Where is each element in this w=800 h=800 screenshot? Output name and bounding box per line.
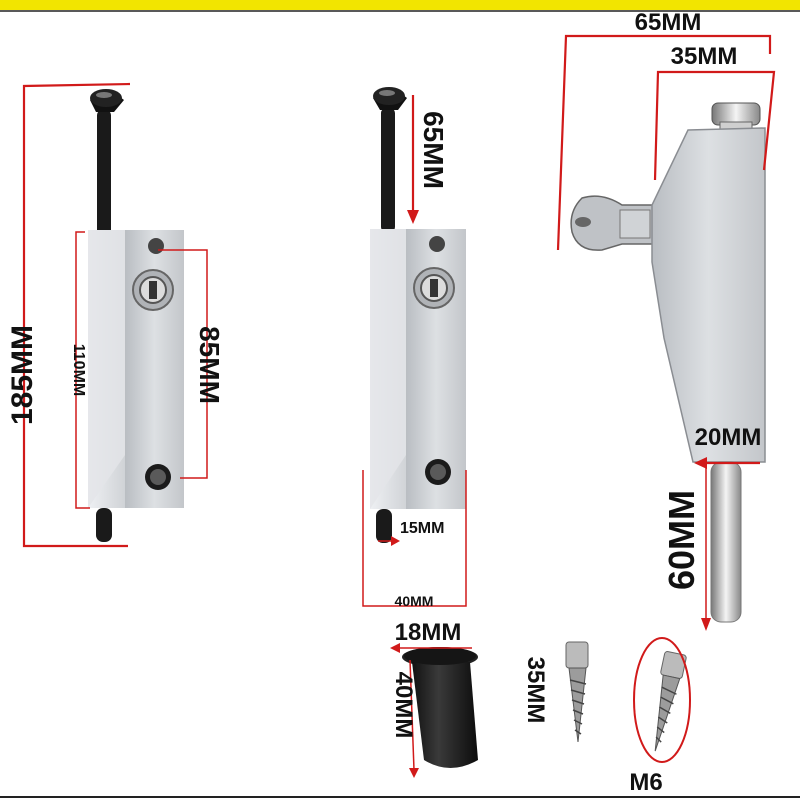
- label-18mm: 18MM: [395, 619, 462, 646]
- label-m6: M6: [629, 769, 662, 796]
- side-view-dimensions: [556, 34, 776, 631]
- lock-1-dimensions: [22, 82, 208, 548]
- top-band: [0, 0, 800, 10]
- label-15mm: 15MM: [400, 520, 444, 537]
- label-65mm-total: 65MM: [635, 9, 702, 36]
- label-60mm: 60MM: [661, 490, 702, 590]
- label-35mm-screw: 35MM: [522, 657, 549, 724]
- label-185mm: 185MM: [6, 325, 39, 425]
- label-40mm-sleeve: 40MM: [390, 672, 417, 739]
- m6-highlight-ellipse: [633, 637, 691, 763]
- label-40mm-width: 40MM: [395, 593, 434, 609]
- label-65mm-bolt: 65MM: [418, 111, 449, 189]
- label-35mm-top: 35MM: [671, 43, 738, 70]
- screw-1: [565, 641, 589, 743]
- label-85mm: 85MM: [194, 326, 225, 404]
- lock-2-dimensions: [362, 95, 467, 607]
- screw-2: [633, 637, 691, 763]
- lock-2: [370, 87, 466, 543]
- label-20mm: 20MM: [695, 424, 762, 451]
- lock-1: [88, 89, 184, 542]
- side-view-lock: [570, 102, 766, 623]
- label-110mm: 110MM: [70, 344, 87, 396]
- sleeve-dimensions: [390, 643, 472, 778]
- rubber-sleeve: [402, 647, 478, 768]
